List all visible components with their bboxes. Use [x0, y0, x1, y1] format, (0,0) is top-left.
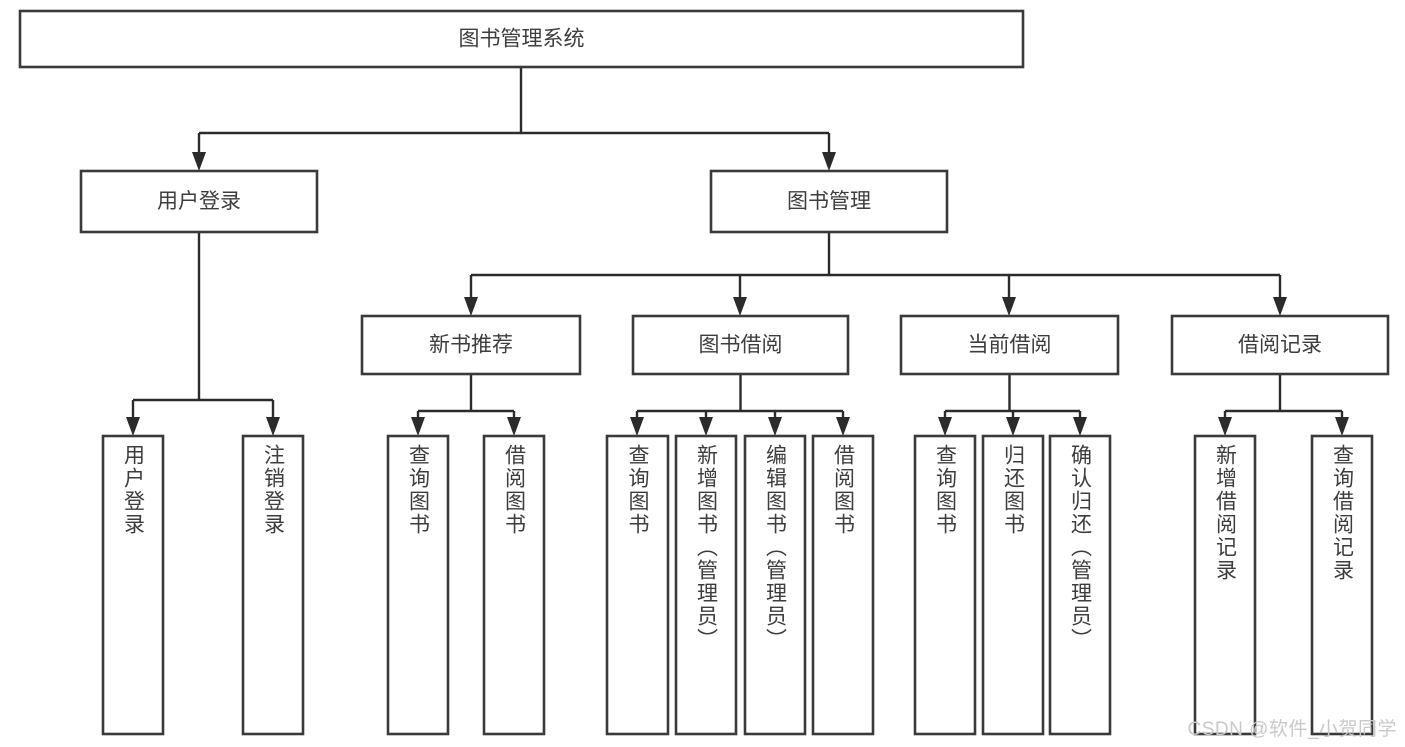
arrow-head-icon	[266, 417, 280, 436]
arrow-head-icon	[411, 417, 425, 436]
node-level2-1-label: 图书管理	[787, 190, 871, 213]
node-level3-0[interactable]	[360, 314, 582, 376]
leaf-box-6[interactable]	[743, 434, 807, 736]
node-root-label: 图书管理系统	[459, 28, 585, 51]
arrow-head-icon	[768, 417, 782, 436]
node-level3-0-label: 新书推荐	[429, 334, 513, 357]
leaf-box-2[interactable]	[386, 434, 450, 736]
connectors-layer	[126, 67, 1349, 436]
arrow-head-icon	[1335, 417, 1349, 436]
node-level2-1[interactable]	[709, 169, 949, 234]
leaf-box-4[interactable]	[605, 434, 670, 736]
leaf-box-12[interactable]	[1310, 434, 1374, 736]
node-level3-1[interactable]	[631, 314, 850, 376]
watermark: CSDN @软件_小贺同学	[1187, 719, 1397, 740]
arrow-head-icon	[733, 297, 747, 316]
boxes-layer	[18, 9, 1390, 736]
arrow-head-icon	[1073, 417, 1087, 436]
arrow-head-icon	[938, 417, 952, 436]
leaf-box-0[interactable]	[101, 434, 165, 736]
leaf-box-10[interactable]	[1048, 434, 1112, 736]
arrow-head-icon	[507, 417, 521, 436]
node-level3-3[interactable]	[1170, 314, 1390, 376]
arrow-head-icon	[836, 417, 850, 436]
arrow-head-icon	[464, 297, 478, 316]
arrow-head-icon	[630, 417, 644, 436]
leaf-box-8[interactable]	[913, 434, 977, 736]
leaf-box-1[interactable]	[241, 434, 305, 736]
arrow-head-icon	[1006, 417, 1020, 436]
node-level2-0[interactable]	[79, 169, 319, 234]
arrow-head-icon	[1002, 297, 1016, 316]
leaf-box-7[interactable]	[811, 434, 875, 736]
arrow-head-icon	[699, 417, 713, 436]
leaf-box-9[interactable]	[981, 434, 1045, 736]
leaf-box-3[interactable]	[482, 434, 546, 736]
leaf-box-5[interactable]	[674, 434, 738, 736]
node-level3-2[interactable]	[899, 314, 1120, 376]
node-root[interactable]	[18, 9, 1025, 69]
node-level2-0-label: 用户登录	[157, 190, 241, 213]
arrow-head-icon	[192, 152, 206, 171]
arrow-head-icon	[1218, 417, 1232, 436]
node-level3-2-label: 当前借阅	[968, 334, 1052, 357]
leaf-box-11[interactable]	[1193, 434, 1257, 736]
arrow-head-icon	[1273, 297, 1287, 316]
node-level3-3-label: 借阅记录	[1238, 334, 1322, 357]
arrow-head-icon	[126, 417, 140, 436]
arrow-head-icon	[822, 152, 836, 171]
node-level3-1-label: 图书借阅	[699, 334, 783, 357]
